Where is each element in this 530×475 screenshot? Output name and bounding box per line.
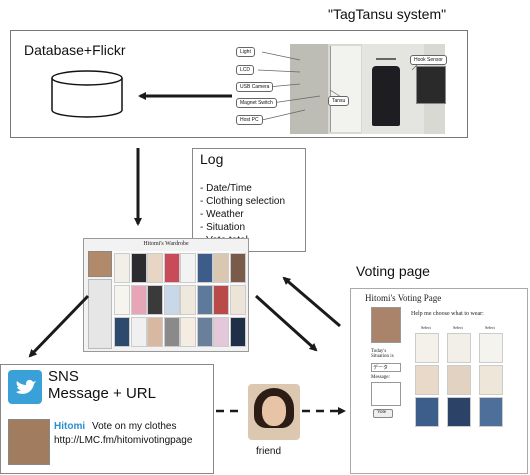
vote-column-2-label[interactable]: Select xyxy=(453,325,463,330)
tag-usb-camera: USB Camera xyxy=(236,82,274,92)
wardrobe-item[interactable] xyxy=(147,253,163,283)
tag-lcd: LCD xyxy=(236,65,255,75)
wardrobe-item[interactable] xyxy=(130,317,147,347)
sns-title: SNS xyxy=(48,368,79,385)
sns-url[interactable]: http://LMC.fm/hitomivotingpage xyxy=(54,435,193,446)
voting-today-label: Today's Situation is xyxy=(371,349,394,359)
voting-message-input[interactable] xyxy=(371,382,401,406)
friend-face xyxy=(262,396,286,426)
voting-today-field[interactable]: データ xyxy=(371,363,401,372)
vote-item-2-1[interactable] xyxy=(447,333,471,363)
wardrobe-item[interactable] xyxy=(114,285,130,315)
tansu-door xyxy=(330,46,361,132)
sns-username: Hitomi xyxy=(54,421,86,432)
voting-page-title: Hitomi's Voting Page xyxy=(365,293,442,303)
log-item-clothing: - Clothing selection xyxy=(200,196,286,207)
wardrobe-item[interactable] xyxy=(163,253,180,283)
vote-item-1-3[interactable] xyxy=(415,397,439,427)
voting-subtitle: Help me choose what to wear: xyxy=(411,311,484,317)
wardrobe-item[interactable] xyxy=(130,253,147,283)
vote-column-1-label[interactable]: Select xyxy=(421,325,431,330)
tag-tansu: Tansu xyxy=(328,96,350,106)
voting-message-label: Message: xyxy=(371,375,390,380)
wardrobe-screenshot: Hitomi's Wardrobe xyxy=(83,238,249,352)
wardrobe-item[interactable] xyxy=(196,253,213,283)
wardrobe-item[interactable] xyxy=(213,285,229,315)
vote-button-label: Vote xyxy=(377,410,387,415)
wardrobe-item[interactable] xyxy=(180,317,196,347)
log-item-situation: - Situation xyxy=(200,222,246,233)
wardrobe-item[interactable] xyxy=(196,285,213,315)
tag-host-pc: Host PC xyxy=(236,115,263,125)
tag-light: Light xyxy=(236,47,255,57)
vote-item-3-1[interactable] xyxy=(479,333,503,363)
voting-avatar xyxy=(371,307,401,343)
database-icon xyxy=(51,70,123,118)
wardrobe-item[interactable] xyxy=(229,253,246,283)
log-box xyxy=(192,148,306,252)
vote-item-2-2[interactable] xyxy=(447,365,471,395)
log-title: Log xyxy=(200,151,224,167)
log-item-weather: - Weather xyxy=(200,209,244,220)
vote-item-1-2[interactable] xyxy=(415,365,439,395)
voting-page-screenshot: Hitomi's Voting Page Help me choose what… xyxy=(350,288,528,474)
arrow-wardrobe-to-voting xyxy=(254,294,318,352)
vote-item-3-2[interactable] xyxy=(479,365,503,395)
wardrobe-item[interactable] xyxy=(147,317,163,347)
wardrobe-item[interactable] xyxy=(114,253,130,283)
hanger-image xyxy=(376,58,396,66)
wardrobe-item[interactable] xyxy=(229,285,246,315)
arrow-voting-to-wardrobe xyxy=(282,276,341,328)
wardrobe-item[interactable] xyxy=(229,317,246,347)
wardrobe-grid xyxy=(112,251,246,347)
wardrobe-item[interactable] xyxy=(163,317,180,347)
tag-hook-sensor: Hook Sensor xyxy=(410,55,447,65)
vote-item-2-3[interactable] xyxy=(447,397,471,427)
wardrobe-item[interactable] xyxy=(196,317,213,347)
wardrobe-control-panel xyxy=(88,279,112,349)
sns-message: Vote on my clothes xyxy=(92,421,177,432)
voting-page-label: Voting page xyxy=(356,263,430,279)
sns-subtitle: Message + URL xyxy=(48,385,156,402)
friend-photo xyxy=(248,384,300,440)
voting-today-value: データ xyxy=(373,366,389,371)
wardrobe-item[interactable] xyxy=(163,285,180,315)
wardrobe-item[interactable] xyxy=(114,317,130,347)
database-label: Database+Flickr xyxy=(24,42,126,58)
log-item-date-time: - Date/Time xyxy=(200,183,252,194)
wardrobe-title: Hitomi's Wardrobe xyxy=(143,241,189,247)
wardrobe-item[interactable] xyxy=(213,253,229,283)
jacket-image xyxy=(372,66,400,126)
arrow-wardrobe-to-sns xyxy=(28,294,90,358)
wardrobe-item[interactable] xyxy=(180,253,196,283)
vote-item-1-1[interactable] xyxy=(415,333,439,363)
wardrobe-item[interactable] xyxy=(180,285,196,315)
twitter-bird-icon xyxy=(8,370,42,404)
wardrobe-item[interactable] xyxy=(213,317,229,347)
tag-magnet-switch: Magnet Switch xyxy=(236,98,277,108)
vote-button[interactable]: Vote xyxy=(373,409,393,418)
friend-label: friend xyxy=(256,446,282,457)
hook-sensor-photo xyxy=(416,66,446,104)
wardrobe-item[interactable] xyxy=(130,285,147,315)
wardrobe-avatar xyxy=(88,251,112,277)
sns-avatar xyxy=(8,419,50,465)
tansu-photo xyxy=(290,44,445,134)
vote-item-3-3[interactable] xyxy=(479,397,503,427)
vote-column-3-label[interactable]: Select xyxy=(485,325,495,330)
wardrobe-item[interactable] xyxy=(147,285,163,315)
system-title: "TagTansu system" xyxy=(328,6,447,22)
